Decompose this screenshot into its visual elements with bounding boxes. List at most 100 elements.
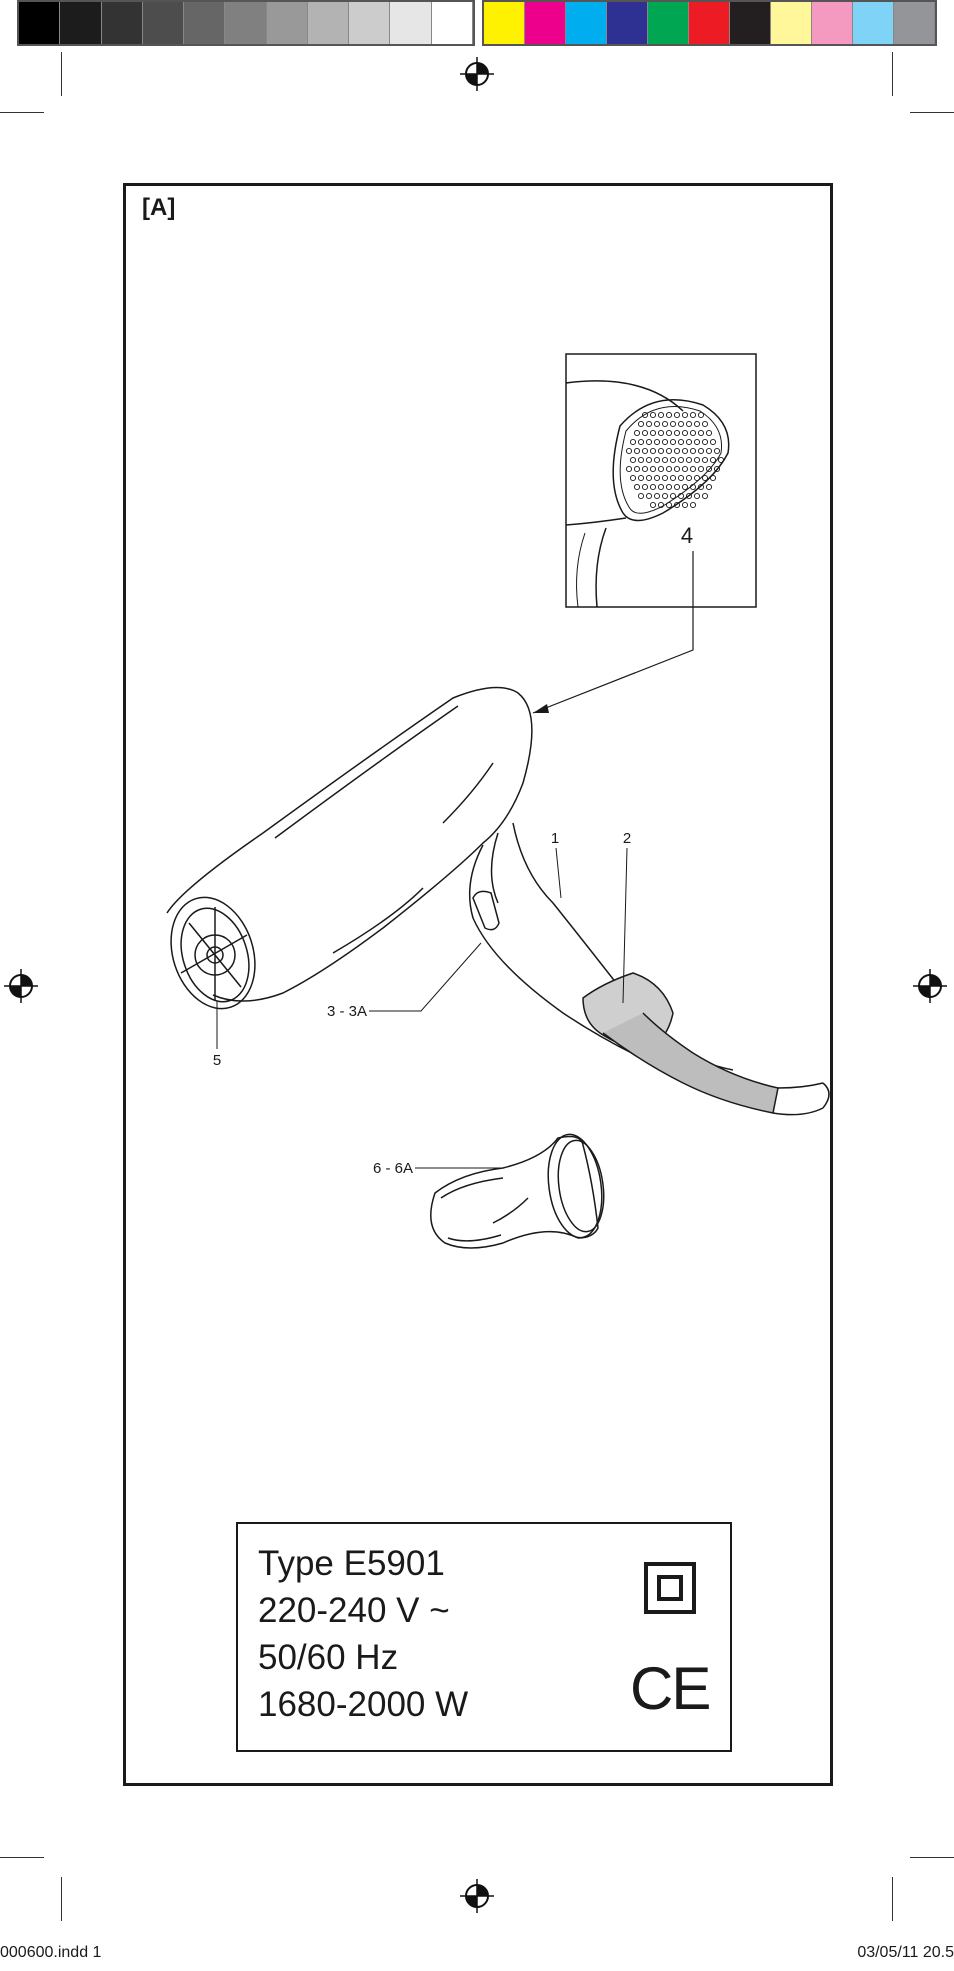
filter-hole	[625, 465, 633, 473]
callout-3: 3 - 3A	[327, 1003, 367, 1020]
filter-hole	[697, 429, 705, 437]
slug-date: 03/05/11 20.5	[857, 1944, 954, 1961]
filter-hole	[689, 429, 697, 437]
crop-mark	[910, 1857, 954, 1858]
callout-2: 2	[623, 830, 631, 847]
filter-hole	[689, 465, 697, 473]
filter-hole	[681, 501, 689, 509]
filter-hole	[693, 420, 701, 428]
filter-hole	[669, 438, 677, 446]
filter-hole	[705, 483, 713, 491]
color-swatch	[771, 2, 812, 44]
filter-hole	[669, 456, 677, 464]
filter-hole	[673, 465, 681, 473]
filter-hole	[645, 420, 653, 428]
filter-holes	[625, 411, 725, 509]
filter-hole	[649, 501, 657, 509]
figure-frame	[123, 183, 833, 1786]
filter-hole	[701, 438, 709, 446]
filter-hole	[685, 474, 693, 482]
filter-hole	[717, 456, 725, 464]
filter-hole	[697, 465, 705, 473]
crop-mark	[892, 1877, 893, 1921]
registration-mark-icon	[460, 57, 494, 91]
filter-hole	[633, 429, 641, 437]
double-insulation-icon	[644, 1562, 696, 1614]
filter-hole	[681, 447, 689, 455]
filter-hole	[637, 438, 645, 446]
filter-hole	[697, 411, 705, 419]
color-calibration-bar	[482, 0, 937, 46]
filter-hole	[657, 411, 665, 419]
filter-detail-inset: 4	[532, 353, 757, 714]
filter-hole	[661, 420, 669, 428]
filter-hole	[649, 447, 657, 455]
callout-6: 6 - 6A	[373, 1160, 413, 1177]
color-swatch	[484, 2, 525, 44]
filter-hole	[709, 438, 717, 446]
hair-dryer-illustration: 4 1 2	[166, 353, 830, 1249]
filter-hole	[669, 474, 677, 482]
filter-hole	[653, 420, 661, 428]
filter-hole	[689, 447, 697, 455]
filter-hole	[681, 483, 689, 491]
filter-hole	[637, 456, 645, 464]
color-swatch	[142, 2, 185, 44]
filter-hole	[673, 429, 681, 437]
crop-mark	[892, 52, 893, 96]
filter-hole	[649, 483, 657, 491]
color-swatch	[431, 2, 473, 44]
voltage-rating: 220-240 V ~	[258, 1591, 450, 1630]
color-swatch	[101, 2, 143, 44]
color-swatch	[266, 2, 308, 44]
filter-hole	[693, 456, 701, 464]
filter-hole	[701, 456, 709, 464]
callout-1: 1	[551, 830, 559, 847]
filter-hole	[637, 474, 645, 482]
filter-hole	[701, 474, 709, 482]
filter-hole	[633, 447, 641, 455]
filter-hole	[681, 411, 689, 419]
filter-hole	[677, 492, 685, 500]
filter-hole	[677, 456, 685, 464]
color-swatch	[648, 2, 689, 44]
filter-hole	[713, 447, 721, 455]
registration-mark-icon	[460, 1879, 494, 1913]
filter-hole	[665, 429, 673, 437]
color-swatch	[853, 2, 894, 44]
filter-hole	[653, 474, 661, 482]
filter-hole	[685, 456, 693, 464]
color-swatch	[225, 2, 267, 44]
crop-mark	[910, 112, 954, 113]
filter-hole	[657, 447, 665, 455]
filter-hole	[633, 465, 641, 473]
power-rating: 1680-2000 W	[258, 1685, 469, 1724]
filter-hole	[673, 447, 681, 455]
filter-hole	[645, 438, 653, 446]
filter-hole	[649, 465, 657, 473]
filter-hole	[681, 465, 689, 473]
gray-calibration-bar	[17, 0, 475, 46]
filter-hole	[705, 465, 713, 473]
color-swatch	[607, 2, 648, 44]
filter-hole	[633, 483, 641, 491]
filter-hole	[657, 429, 665, 437]
filter-hole	[641, 447, 649, 455]
filter-hole	[649, 429, 657, 437]
filter-hole	[629, 474, 637, 482]
color-swatch	[894, 2, 935, 44]
figure-label: [A]	[142, 194, 176, 221]
crop-mark	[61, 52, 62, 96]
filter-hole	[629, 438, 637, 446]
filter-hole	[637, 492, 645, 500]
filter-hole	[669, 492, 677, 500]
frequency-rating: 50/60 Hz	[258, 1638, 399, 1677]
filter-hole	[653, 438, 661, 446]
filter-hole	[693, 438, 701, 446]
filter-hole	[645, 492, 653, 500]
filter-hole	[709, 474, 717, 482]
callout-5: 5	[213, 1052, 221, 1069]
filter-hole	[713, 465, 721, 473]
filter-hole	[665, 465, 673, 473]
filter-hole	[673, 501, 681, 509]
